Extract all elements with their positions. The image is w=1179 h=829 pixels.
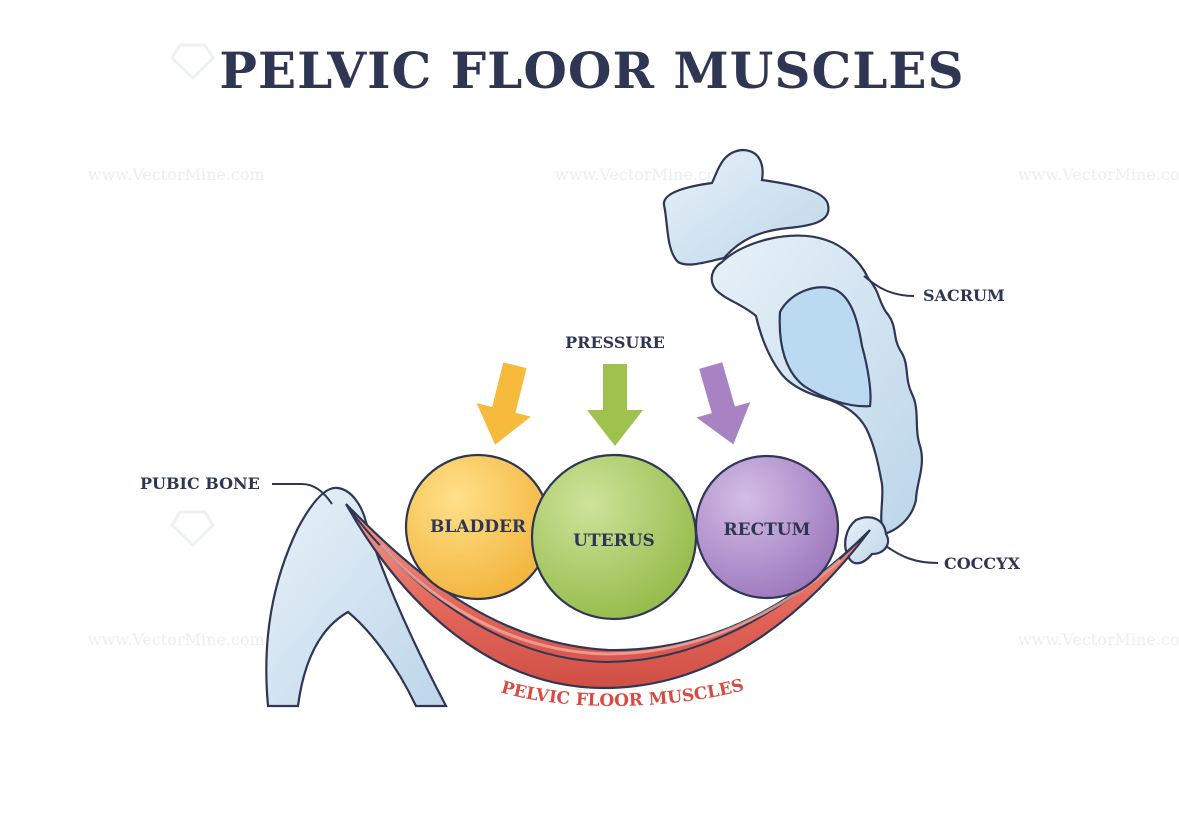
- pressure-label: PRESSURE: [565, 333, 665, 352]
- watermark-text: www.VectorMine.com: [88, 165, 265, 184]
- uterus-organ: UTERUS: [530, 453, 698, 621]
- uterus-label: UTERUS: [573, 531, 655, 551]
- pubic-bone-leader-line: [272, 483, 333, 505]
- watermark-text: www.VectorMine.com: [1018, 165, 1179, 184]
- watermark-text: www.VectorMine.com: [1018, 630, 1179, 649]
- pressure-arrow-icon: [587, 364, 643, 446]
- sacrum-bone: [662, 148, 924, 565]
- rectum-organ: RECTUM: [694, 454, 840, 600]
- coccyx-leader-line: [885, 545, 939, 564]
- bladder-label: BLADDER: [430, 517, 527, 537]
- pelvic-floor-muscle: [345, 503, 871, 690]
- watermark-text: www.VectorMine.com: [88, 630, 265, 649]
- watermark-diamond-icon: [170, 43, 215, 548]
- coccyx-label: COCCYX: [944, 554, 1021, 573]
- watermark-text: www.VectorMine.com: [555, 165, 732, 184]
- pubic-bone-label: PUBIC BONE: [140, 474, 260, 493]
- sacrum-label: SACRUM: [923, 286, 1005, 305]
- bladder-organ: BLADDER: [404, 453, 552, 601]
- pressure-arrow-icon: [476, 362, 531, 445]
- rectum-label: RECTUM: [724, 520, 811, 540]
- pressure-arrow-icon: [696, 362, 751, 445]
- pubic-bone: [265, 486, 448, 708]
- page-title: PELVIC FLOOR MUSCLES: [219, 41, 964, 100]
- sacrum-leader-line: [863, 275, 915, 297]
